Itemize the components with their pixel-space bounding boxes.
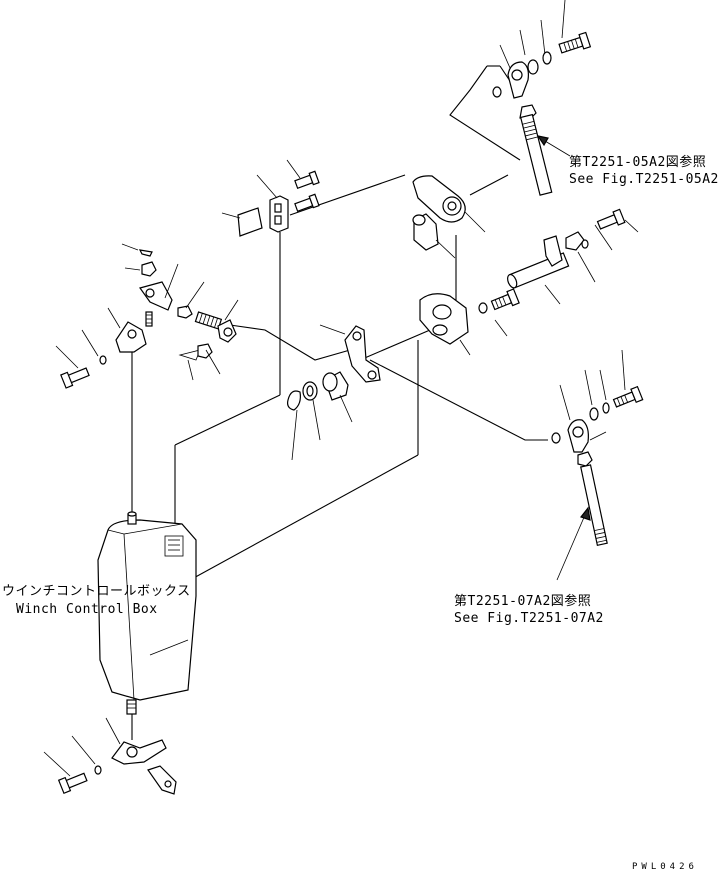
lower-right-rod-end-group — [551, 349, 644, 581]
bottom-linkage-parts — [43, 714, 177, 795]
top-lever — [412, 175, 486, 259]
center-shaft-assembly — [419, 208, 639, 356]
lower-reference-jp: 第T2251-07A2図参照 — [454, 594, 592, 609]
upper-reference-en: See Fig.T2251-05A2 — [569, 172, 719, 187]
clip-bracket — [221, 159, 320, 237]
winch-control-box — [97, 511, 197, 715]
box-label-en: Winch Control Box — [16, 602, 158, 617]
left-linkage-parts — [55, 243, 239, 389]
linkage-lines — [131, 65, 548, 581]
center-lever — [287, 324, 381, 461]
box-label-jp: ウインチコントロールボックス — [2, 584, 191, 599]
upper-right-rod-end-group — [492, 0, 592, 196]
drawing-code: PWL0426 — [632, 862, 698, 872]
upper-reference-jp: 第T2251-05A2図参照 — [569, 155, 707, 170]
lower-reference-en: See Fig.T2251-07A2 — [454, 611, 604, 626]
